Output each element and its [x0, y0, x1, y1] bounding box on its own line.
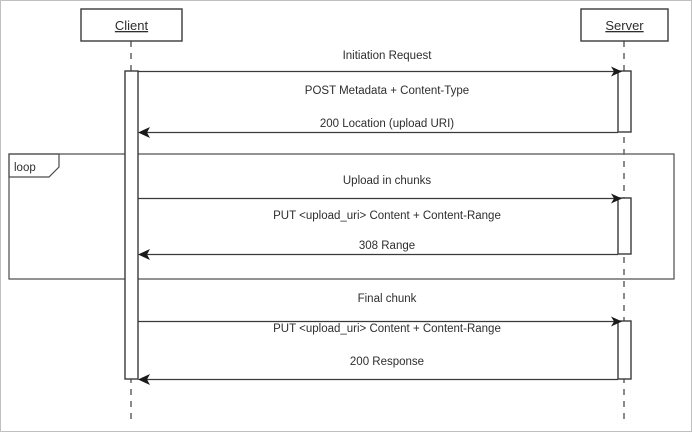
- message-label-initiation-request: Initiation Request: [343, 50, 433, 62]
- arrow-head-left-200-response: [138, 374, 150, 385]
- message-label-308-range: 308 Range: [359, 240, 415, 252]
- loop-fragment-operator-label: loop: [14, 162, 36, 174]
- message-308-range: 308 Range: [138, 240, 618, 260]
- message-put-final-chunk: PUT <upload_uri> Content + Content-Range: [138, 316, 622, 335]
- message-label-final-chunk: Final chunk: [358, 293, 417, 305]
- message-label-upload-in-chunks: Upload in chunks: [343, 175, 431, 187]
- message-label-put-chunk: PUT <upload_uri> Content + Content-Range: [273, 210, 501, 222]
- loop-fragment-box: [8, 153, 675, 280]
- message-200-location: 200 Location (upload URI): [138, 118, 618, 138]
- arrow-head-right-post-metadata: [611, 66, 622, 77]
- server-activation-bar-1: [617, 70, 632, 133]
- message-post-metadata: POST Metadata + Content-Type: [138, 66, 622, 97]
- server-activation-bar-2: [617, 197, 632, 255]
- loop-fragment: loop: [8, 153, 675, 280]
- message-label-put-final-chunk: PUT <upload_uri> Content + Content-Range: [273, 323, 501, 335]
- arrow-head-left-200-location: [138, 127, 150, 138]
- client-label: Client: [115, 18, 149, 33]
- message-put-chunk: PUT <upload_uri> Content + Content-Range: [138, 193, 622, 222]
- server-activation-bar-3: [617, 320, 632, 380]
- server-head-box[interactable]: [580, 8, 669, 42]
- arrow-head-right-put-final-chunk: [611, 316, 622, 327]
- message-200-response: 200 Response: [138, 356, 618, 385]
- arrow-head-right-put-chunk: [611, 193, 622, 204]
- message-label-post-metadata: POST Metadata + Content-Type: [305, 85, 469, 97]
- client-head-box[interactable]: [80, 8, 183, 42]
- server-label: Server: [605, 18, 644, 33]
- message-label-200-location: 200 Location (upload URI): [320, 118, 454, 130]
- loop-fragment-tab: [8, 153, 60, 178]
- client-activation-bar: [124, 70, 139, 380]
- message-label-200-response: 200 Response: [350, 356, 424, 368]
- arrow-head-left-308-range: [138, 249, 150, 260]
